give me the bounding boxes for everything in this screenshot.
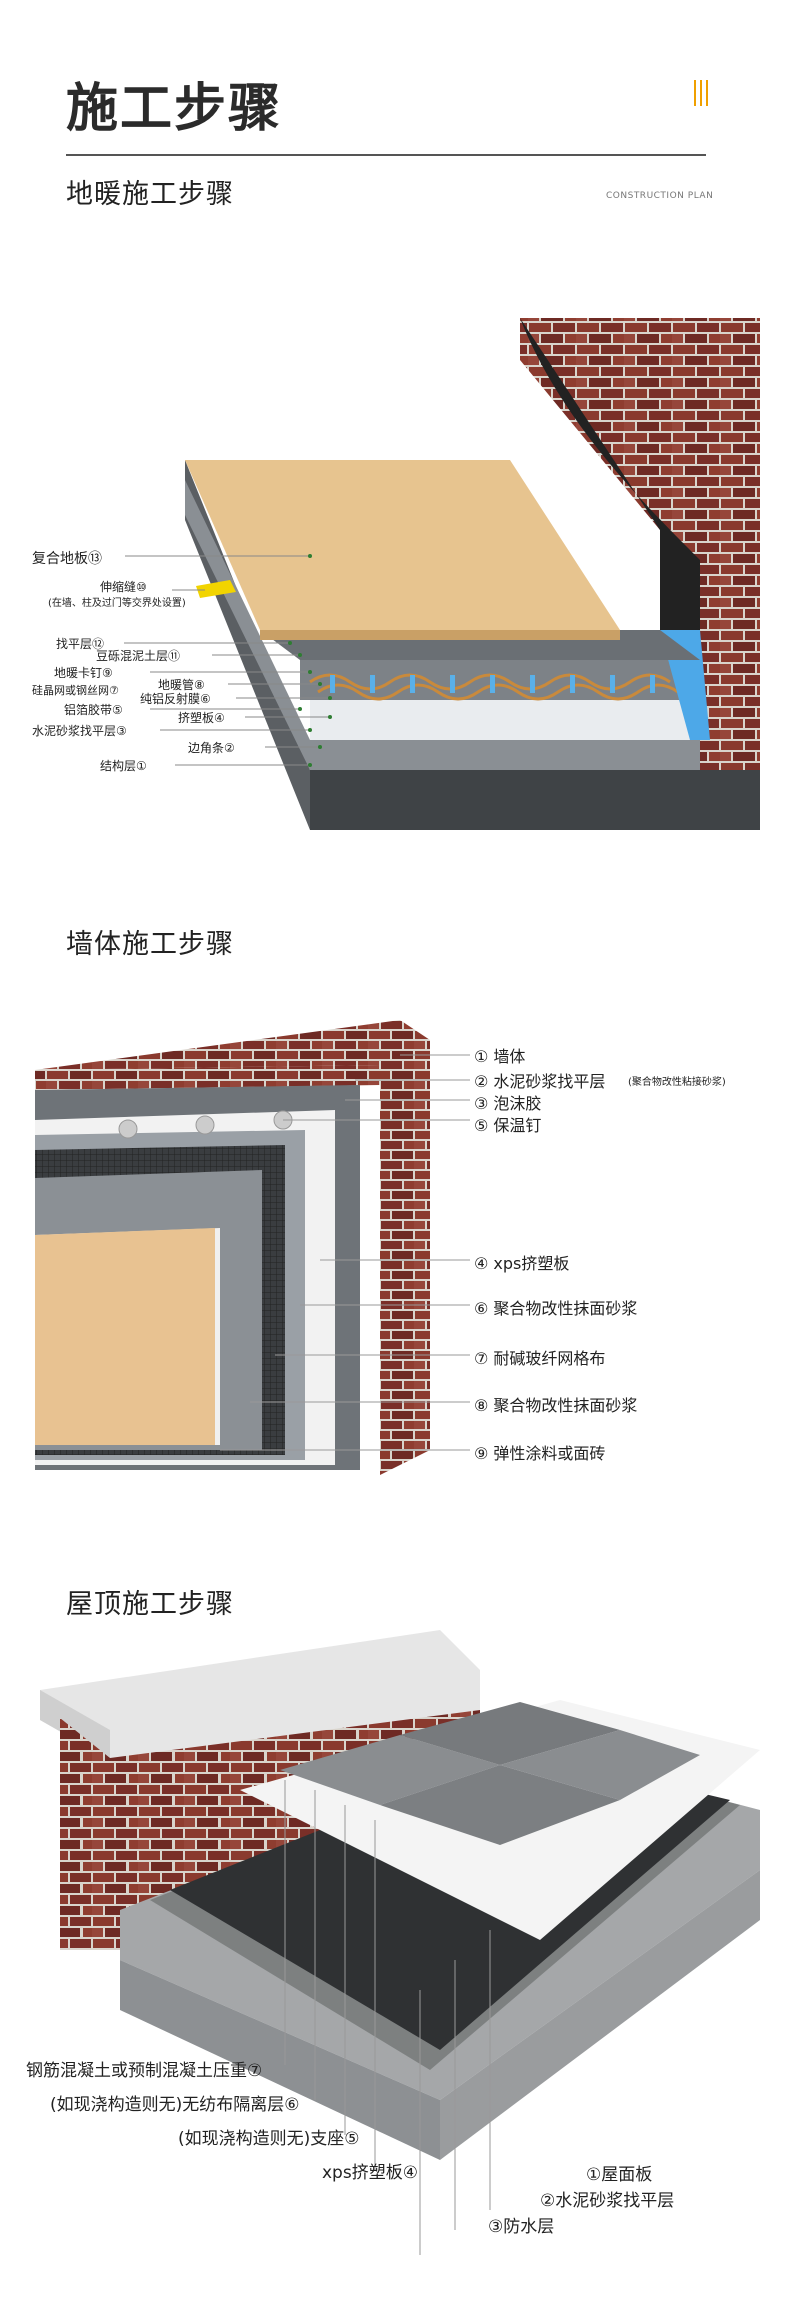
wall-insulation-diagram [35,1020,470,1475]
wall-label-6: ⑥ 聚合物改性抹面砂浆 [474,1299,638,1318]
floor-label-xps: 挤塑板④ [178,711,225,725]
roof-diagram [40,1630,760,2255]
roof-label-4: xps挤塑板④ [322,2163,418,2183]
floor-label-clips: 地暖卡钉⑨ [54,666,113,680]
floor-label-pipe: 地暖管⑧ [158,678,205,692]
floor-label-laminate: 复合地板⑬ [32,551,102,567]
roof-label-7: 钢筋混凝土或预制混凝土压重⑦ [26,2061,263,2081]
wall-label-8: ⑧ 聚合物改性抹面砂浆 [474,1396,638,1415]
roof-label-6: (如现浇构造则无)无纺布隔离层⑥ [50,2095,300,2115]
construction-plan-label: CONSTRUCTION PLAN [606,191,714,201]
floor-label-mortar: 水泥砂浆找平层③ [32,724,127,738]
wall-section-title: 墙体施工步骤 [66,929,234,960]
roof-label-1: ①屋面板 [586,2165,653,2185]
floor-label-structural: 结构层① [100,759,147,773]
wall-label-5: ⑤ 保温钉 [474,1116,542,1135]
floor-label-edge-strip: 边角条② [188,741,235,755]
roof-label-5: (如现浇构造则无)支座⑤ [178,2129,360,2149]
roof-label-3: ③防水层 [488,2217,555,2237]
roof-section-title: 屋顶施工步骤 [66,1589,234,1620]
wall-label-2: ② 水泥砂浆找平层 [474,1072,606,1091]
floor-label-expansion-joint: 伸缩缝⑩ [100,580,147,594]
floor-label-pea-gravel: 豆砾混泥土层⑪ [96,649,181,663]
wall-label-1: ① 墙体 [474,1047,526,1066]
accent-bars-icon [694,80,712,106]
floor-label-expansion-note: (在墙、柱及过门等交界处设置) [48,598,186,609]
wall-label-9: ⑨ 弹性涂料或面砖 [474,1444,606,1463]
floor-section-title: 地暖施工步骤 [66,179,234,210]
floor-label-mesh: 硅晶网或钢丝网⑦ [32,684,119,697]
wall-label-4: ④ xps挤塑板 [474,1254,570,1273]
floor-label-leveling-12: 找平层⑫ [56,637,105,651]
wall-label-7: ⑦ 耐碱玻纤网格布 [474,1349,606,1368]
floor-label-reflective-film: 纯铝反射膜⑥ [140,692,211,706]
wall-label-3: ③ 泡沫胶 [474,1094,542,1113]
page-title: 施工步骤 [66,79,283,139]
floor-label-foil-tape: 铝箔胶带⑤ [64,703,123,717]
wall-label-2-note: (聚合物改性粘接砂浆) [628,1077,726,1088]
floor-heating-diagram [124,318,760,830]
header-divider [66,154,706,156]
roof-label-2: ②水泥砂浆找平层 [540,2191,675,2211]
